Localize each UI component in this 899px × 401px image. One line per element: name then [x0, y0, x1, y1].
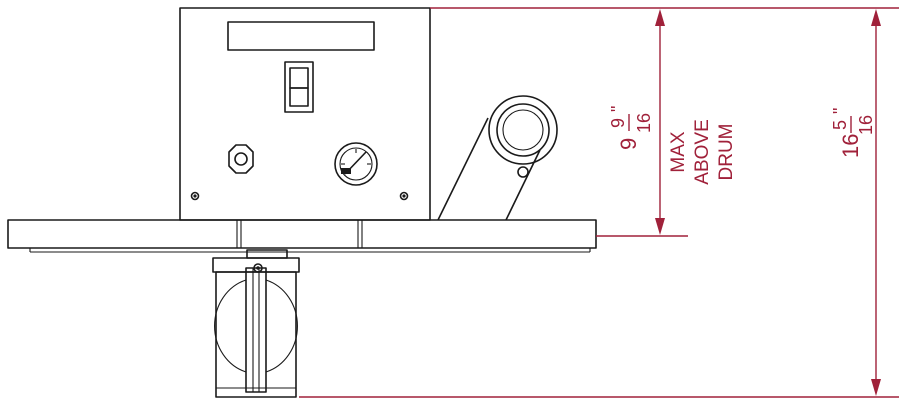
dimension-value-above-drum: 9 9 16 ": [608, 106, 654, 150]
dimension-numerator: 9: [608, 118, 628, 128]
arrowhead-top: [655, 9, 665, 26]
switch-bezel: [284, 61, 314, 113]
screw-left: [190, 191, 200, 201]
dimension-denominator: 16: [856, 115, 876, 135]
switch-rocker-bottom: [289, 87, 309, 107]
dimension-denominator: 16: [634, 113, 654, 133]
note-line-above: ABOVE: [692, 119, 713, 184]
rocker-switch: [284, 61, 314, 113]
fitting-bore: [234, 152, 248, 166]
note-line-max: MAX: [668, 131, 689, 173]
dimension-unit-mark: ": [608, 106, 628, 112]
plate-outline: [7, 219, 597, 249]
strap-bolt-center: [256, 266, 260, 270]
nameplate: [227, 21, 375, 51]
dimension-numerator: 5: [830, 120, 850, 130]
pressure-gauge: [334, 142, 378, 186]
screw-right-center: [402, 194, 406, 198]
arrowhead-bottom: [871, 379, 881, 396]
dimension-value-overall: 16 5 16 ": [830, 108, 876, 158]
dimension-whole: 16: [838, 134, 863, 158]
dimension-note: MAX ABOVE DRUM: [668, 119, 737, 184]
screw-left-center: [193, 194, 197, 198]
gauge-bezel: [334, 142, 378, 186]
dimension-above-drum: 9 9 16 " MAX ABOVE DRUM: [430, 7, 737, 237]
note-line-drum: DRUM: [716, 124, 737, 181]
strap-bolt: [253, 263, 263, 273]
arrowhead-bottom: [655, 218, 665, 235]
filter-housing: [212, 249, 300, 398]
handle-grip-inner: [502, 109, 544, 151]
handle-grip-outer: [488, 95, 558, 165]
dimension-unit-mark: ": [830, 108, 850, 114]
control-enclosure: [179, 7, 431, 221]
arrowhead-top: [871, 9, 881, 26]
dimension-whole: 9: [616, 138, 641, 150]
bowl-arc-left: [214, 279, 247, 373]
housing-neck: [246, 249, 288, 259]
arm-edge-right: [505, 149, 541, 221]
dimension-overall: 16 5 16 ": [299, 7, 899, 398]
enclosure-outline: [179, 7, 431, 221]
mounting-plate: [7, 219, 597, 253]
handle-grip-ring: [496, 103, 550, 157]
drum-handle: [437, 95, 558, 221]
fitting-hex: [228, 144, 254, 174]
handle-pivot: [517, 166, 529, 178]
screw-right: [399, 191, 409, 201]
arm-edge-left: [437, 117, 489, 221]
retaining-strap: [245, 267, 267, 393]
switch-rocker-top: [289, 67, 309, 89]
bowl-arc-right: [265, 279, 298, 373]
gauge-stem: [341, 168, 351, 174]
fitting: [228, 144, 254, 174]
gauge-face: [339, 147, 373, 181]
